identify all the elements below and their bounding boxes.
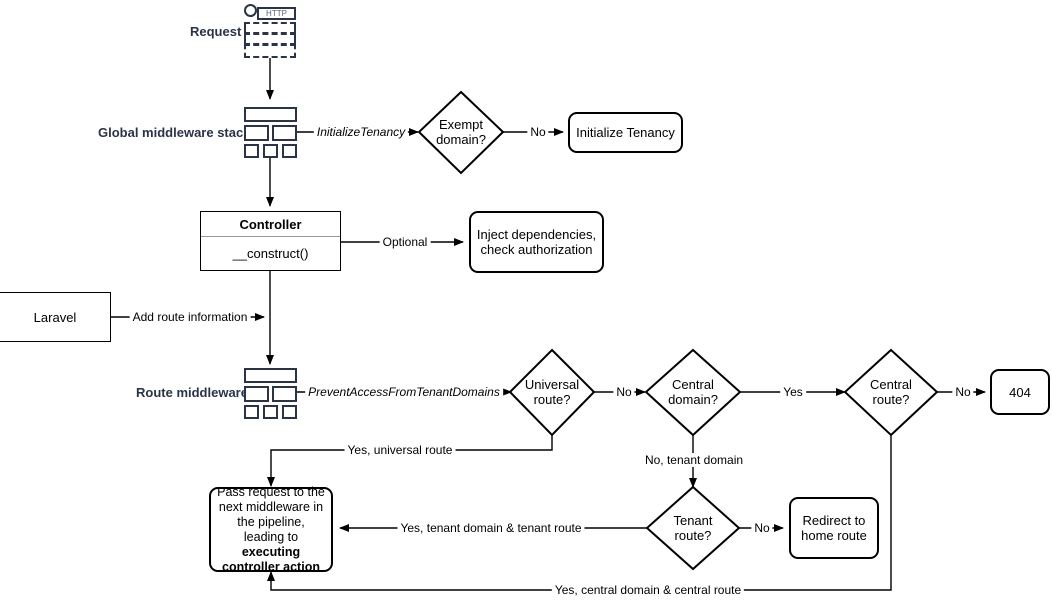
redirect-line1: Redirect to [802, 513, 866, 528]
decision-central-route-label: Central route? [849, 372, 933, 412]
inject-line1: Inject dependencies, [476, 227, 597, 242]
stack-tile-bot-3 [282, 144, 297, 158]
controller-title: Controller [201, 212, 340, 237]
global-middleware-stack-icon [244, 107, 297, 158]
node-pass-request[interactable]: Pass request to the next middleware in t… [209, 484, 333, 574]
exempt-domain-line1: Exempt [438, 117, 484, 132]
decision-universal-route-label: Universal route? [510, 372, 594, 412]
route-stack-tile-bot-1 [244, 405, 259, 419]
route-stack-tile-top [244, 368, 297, 383]
universal-route-line1: Universal [524, 377, 580, 392]
node-inject-dependencies[interactable]: Inject dependencies, check authorization [469, 211, 604, 273]
edge-label-no-tenant-domain: No, tenant domain [641, 453, 747, 467]
route-stack-tile-mid-2 [272, 386, 297, 402]
stack-tile-mid-2 [272, 125, 297, 141]
decision-exempt-domain-label: Exempt domain? [419, 112, 503, 152]
stack-tile-mid-1 [244, 125, 269, 141]
decision-central-domain [644, 348, 742, 437]
route-middleware-stack-icon [244, 368, 297, 419]
central-domain-line1: Central [672, 377, 714, 392]
controller-method: __construct() [232, 246, 309, 261]
edge-label-yes-tenant: Yes, tenant domain & tenant route [397, 521, 585, 535]
node-redirect-home[interactable]: Redirect to home route [789, 497, 879, 559]
decision-exempt-domain [417, 90, 505, 175]
tenant-route-line1: Tenant [673, 513, 713, 528]
decision-central-domain-label: Central domain? [651, 372, 735, 412]
edge-label-prevent-access: PreventAccessFromTenantDomains [305, 385, 503, 399]
edge-label-exempt-no: No [527, 125, 549, 139]
node-controller[interactable]: Controller __construct() [200, 211, 341, 271]
pass-request-text: Pass request to the next middleware in t… [217, 484, 325, 544]
stack-tile-bot-1 [244, 144, 259, 158]
edge-label-yes-universal-route: Yes, universal route [344, 443, 456, 457]
node-404[interactable]: 404 [990, 369, 1050, 415]
edge-label-tenant-route-no: No [751, 521, 773, 535]
label-request: Request [190, 24, 242, 39]
label-global-middleware-stack: Global middleware stack [98, 125, 251, 140]
central-route-line2: route? [872, 392, 910, 407]
exempt-domain-line2: domain? [436, 132, 486, 147]
central-route-line1: Central [870, 377, 912, 392]
tenant-route-line2: route? [674, 528, 712, 543]
stack-tile-bot-2 [263, 144, 278, 158]
redirect-line2: home route [801, 528, 867, 543]
http-badge: HTTP [257, 7, 296, 20]
pass-request-emphasis: executing controller action [222, 544, 320, 574]
decision-tenant-route [645, 485, 741, 571]
edge-label-yes-central: Yes, central domain & central route [551, 583, 745, 597]
central-domain-line2: domain? [668, 392, 718, 407]
http-request-icon: HTTP [244, 4, 296, 58]
decision-tenant-route-label: Tenant route? [651, 508, 735, 548]
request-dashed-row-3 [244, 44, 296, 58]
label-route-middleware: Route middleware [136, 385, 248, 400]
edge-label-add-route-information: Add route information [129, 310, 251, 324]
universal-route-line2: route? [533, 392, 571, 407]
inject-line2: check authorization [480, 242, 593, 257]
node-laravel[interactable]: Laravel [0, 292, 111, 342]
edge-label-central-route-no: No [952, 385, 974, 399]
decision-universal-route [508, 348, 596, 437]
node-initialize-tenancy[interactable]: Initialize Tenancy [568, 112, 683, 153]
decision-central-route [843, 348, 939, 437]
route-stack-tile-mid-1 [244, 386, 269, 402]
request-circle-icon [244, 4, 257, 17]
edge-label-initialize-tenancy: InitializeTenancy [313, 125, 409, 139]
edge-label-central-domain-yes: Yes [780, 385, 806, 399]
stack-tile-top [244, 107, 297, 122]
edge-label-universal-no: No [613, 385, 635, 399]
edge-label-optional: Optional [379, 235, 431, 249]
route-stack-tile-bot-2 [263, 405, 278, 419]
route-stack-tile-bot-3 [282, 405, 297, 419]
